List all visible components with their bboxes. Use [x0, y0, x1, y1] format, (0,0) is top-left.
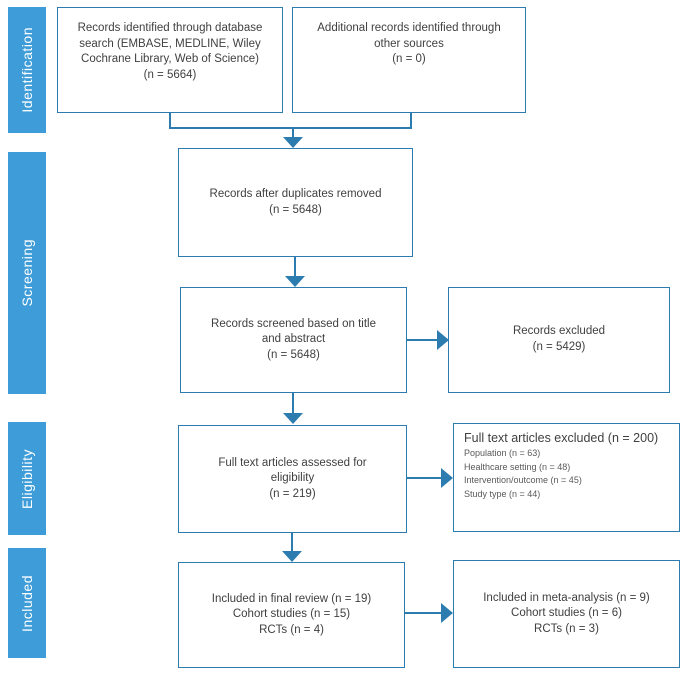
box-additional-records: Additional records identified through ot…: [292, 7, 526, 113]
box-records-excluded-text: Records excluded (n = 5429): [512, 325, 606, 353]
box-additional-records-text: Additional records identified through ot…: [317, 22, 501, 66]
arrowhead-to-records-excluded: [437, 330, 449, 350]
stage-eligibility: Eligibility: [8, 422, 46, 535]
stage-identification: Identification: [8, 7, 46, 133]
box-fulltext-assessed-text: Full text articles assessed for eligibil…: [218, 456, 367, 500]
arrowhead-to-screened: [285, 276, 305, 287]
box-duplicates-removed-text: Records after duplicates removed (n = 56…: [209, 187, 382, 216]
connector-fulltext-final: [291, 533, 293, 552]
box-fulltext-excluded: Full text articles excluded (n = 200) Po…: [453, 423, 680, 532]
connector-stub-identified: [169, 113, 171, 129]
box-meta-analysis-text: Included in meta-analysis (n = 9) Cohort…: [483, 591, 650, 635]
box-records-screened: Records screened based on title and abst…: [180, 287, 407, 393]
connector-stub-additional: [410, 113, 412, 129]
arrowhead-to-duplicates: [283, 137, 303, 148]
box-records-identified: Records identified through database sear…: [57, 7, 283, 113]
box-fulltext-excluded-reasons: Population (n = 63) Healthcare setting (…: [464, 448, 582, 499]
connector-fulltext-excluded: [407, 477, 441, 479]
connector-final-meta: [405, 612, 441, 614]
arrowhead-to-meta-analysis: [441, 603, 453, 623]
connector-merge-line: [169, 127, 412, 129]
arrowhead-to-fulltext-excluded: [441, 468, 453, 488]
connector-screened-excluded: [407, 339, 438, 341]
stage-eligibility-label: Eligibility: [19, 448, 35, 509]
stage-screening-label: Screening: [19, 239, 35, 307]
connector-screened-fulltext: [292, 393, 294, 414]
stage-screening: Screening: [8, 152, 46, 394]
stage-identification-label: Identification: [19, 27, 35, 113]
box-fulltext-excluded-title: Full text articles excluded (n = 200): [464, 431, 659, 445]
connector-drop-duplicates: [292, 129, 294, 138]
stage-included-label: Included: [19, 574, 35, 632]
box-duplicates-removed: Records after duplicates removed (n = 56…: [178, 148, 413, 257]
box-records-excluded: Records excluded (n = 5429): [448, 287, 670, 393]
stage-included: Included: [8, 548, 46, 658]
box-records-screened-text: Records screened based on title and abst…: [211, 317, 376, 361]
box-final-review: Included in final review (n = 19) Cohort…: [178, 562, 405, 668]
box-meta-analysis: Included in meta-analysis (n = 9) Cohort…: [453, 560, 680, 668]
box-final-review-text: Included in final review (n = 19) Cohort…: [211, 592, 372, 636]
connector-duplicates-screened: [294, 257, 296, 277]
box-records-identified-text: Records identified through database sear…: [77, 22, 263, 81]
arrowhead-to-fulltext: [283, 413, 303, 424]
arrowhead-to-final-review: [282, 551, 302, 562]
box-fulltext-excluded-content: Full text articles excluded (n = 200) Po…: [454, 424, 668, 508]
box-fulltext-assessed: Full text articles assessed for eligibil…: [178, 425, 407, 533]
